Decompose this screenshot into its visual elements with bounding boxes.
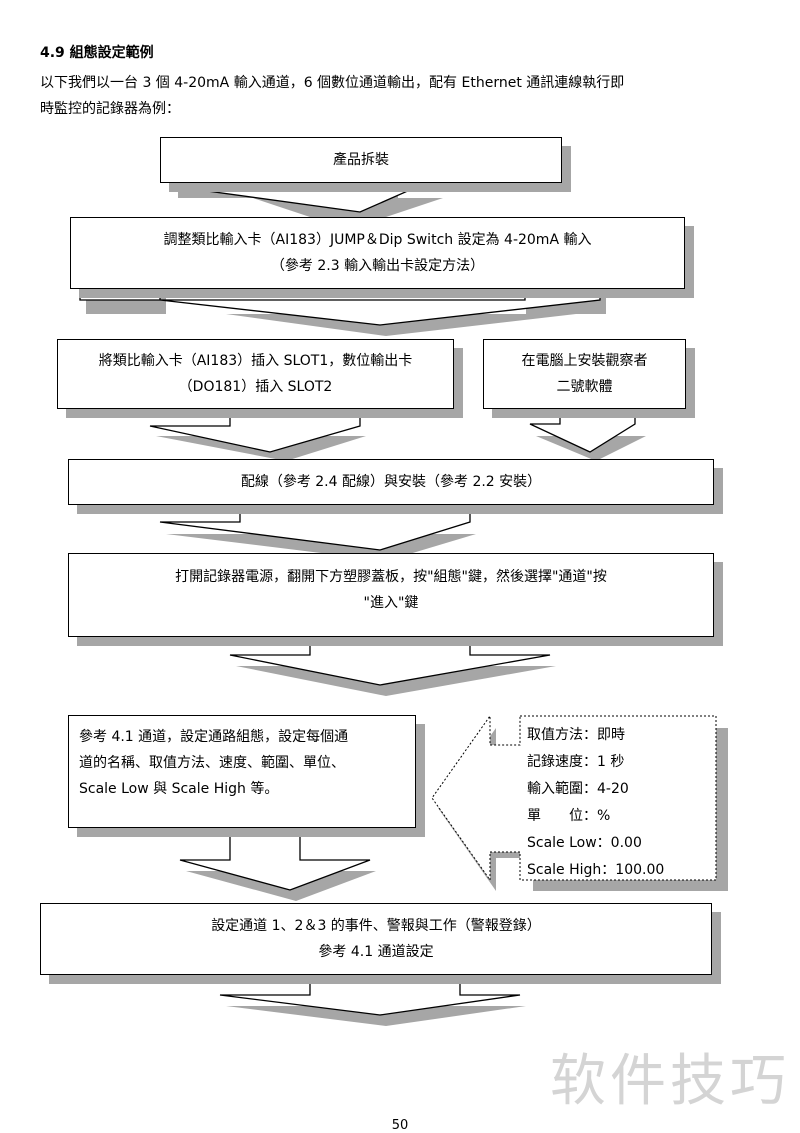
step-install-software-box: 在電腦上安裝觀察者 二號軟體 xyxy=(483,339,686,409)
step-text: 打開記錄器電源，翻開下方塑膠蓋板，按"組態"鍵，然後選擇"通道"按 xyxy=(175,569,607,585)
arrow-down-6 xyxy=(179,827,376,901)
step-text: 二號軟體 xyxy=(556,379,613,395)
step-power-on-box: 打開記錄器電源，翻開下方塑膠蓋板，按"組態"鍵，然後選擇"通道"按 "進入"鍵 xyxy=(68,553,714,637)
step-wiring-box: 配線（參考 2.4 配線）與安裝（參考 2.2 安裝） xyxy=(68,459,714,505)
step-text: 參考 4.1 通道，設定通路組態，設定每個通 xyxy=(79,729,349,745)
channel-example-item: 記錄速度：1 秒 xyxy=(527,754,625,770)
step-unpack-box: 產品拆裝 xyxy=(160,137,562,183)
arrow-down-5 xyxy=(229,639,556,696)
step-events-alarm-box: 設定通道 1、2＆3 的事件、警報與工作（警報登錄） 參考 4.1 通道設定 xyxy=(40,903,712,975)
step-text: "進入"鍵 xyxy=(363,595,419,611)
arrow-down-2 xyxy=(79,283,606,336)
arrow-down-3a xyxy=(149,411,366,461)
channel-example-item: 輸入範圍：4-20 xyxy=(527,781,629,797)
intro-line: 以下我們以一台 3 個 4-20mA 輸入通道，6 個數位通道輸出，配有 Eth… xyxy=(40,75,625,91)
step-text: （DO181）插入 SLOT2 xyxy=(178,379,333,395)
channel-example-item: 單 位：% xyxy=(527,808,611,824)
step-insert-cards-box: 將類比輸入卡（AI183）插入 SLOT1，數位輸出卡 （DO181）插入 SL… xyxy=(57,339,454,409)
section-heading: 4.9 組態設定範例 xyxy=(40,45,154,61)
intro-line: 時監控的記錄器為例： xyxy=(40,101,180,117)
page-number: 50 xyxy=(391,1118,409,1133)
step-text: 調整類比輸入卡（AI183）JUMP＆Dip Switch 設定為 4-20mA… xyxy=(163,232,592,248)
watermark: 软件技巧 xyxy=(550,1049,790,1114)
intro-paragraph: 以下我們以一台 3 個 4-20mA 輸入通道，6 個數位通道輸出，配有 Eth… xyxy=(40,70,760,122)
callout-arrow-left xyxy=(431,714,728,891)
channel-example-item: 取值方法：即時 xyxy=(527,727,625,743)
channel-example-item: Scale Low：0.00 xyxy=(527,835,642,851)
step-text: 參考 4.1 通道設定 xyxy=(318,944,434,960)
step-text: 配線（參考 2.4 配線）與安裝（參考 2.2 安裝） xyxy=(240,474,542,490)
step-text: 設定通道 1、2＆3 的事件、警報與工作（警報登錄） xyxy=(211,918,541,934)
step-text: 在電腦上安裝觀察者 xyxy=(521,353,648,369)
step-text: 道的名稱、取值方法、速度、範圍、單位、 xyxy=(79,755,345,771)
arrow-down-3b xyxy=(529,411,646,461)
step-channel-setup-box: 參考 4.1 通道，設定通路組態，設定每個通 道的名稱、取值方法、速度、範圍、單… xyxy=(68,715,416,828)
channel-example-list: 取值方法：即時 記錄速度：1 秒 輸入範圍：4-20 單 位：% Scale L… xyxy=(527,722,664,884)
step-text: 產品拆裝 xyxy=(333,152,389,168)
step-text: （參考 2.3 輸入輸出卡設定方法） xyxy=(270,258,485,274)
step-text: Scale Low 與 Scale High 等。 xyxy=(79,781,279,797)
arrow-down-7 xyxy=(219,977,526,1026)
step-text: 將類比輸入卡（AI183）插入 SLOT1，數位輸出卡 xyxy=(98,353,413,369)
channel-example-item: Scale High：100.00 xyxy=(527,862,665,878)
step-adjust-card-box: 調整類比輸入卡（AI183）JUMP＆Dip Switch 設定為 4-20mA… xyxy=(70,217,685,289)
